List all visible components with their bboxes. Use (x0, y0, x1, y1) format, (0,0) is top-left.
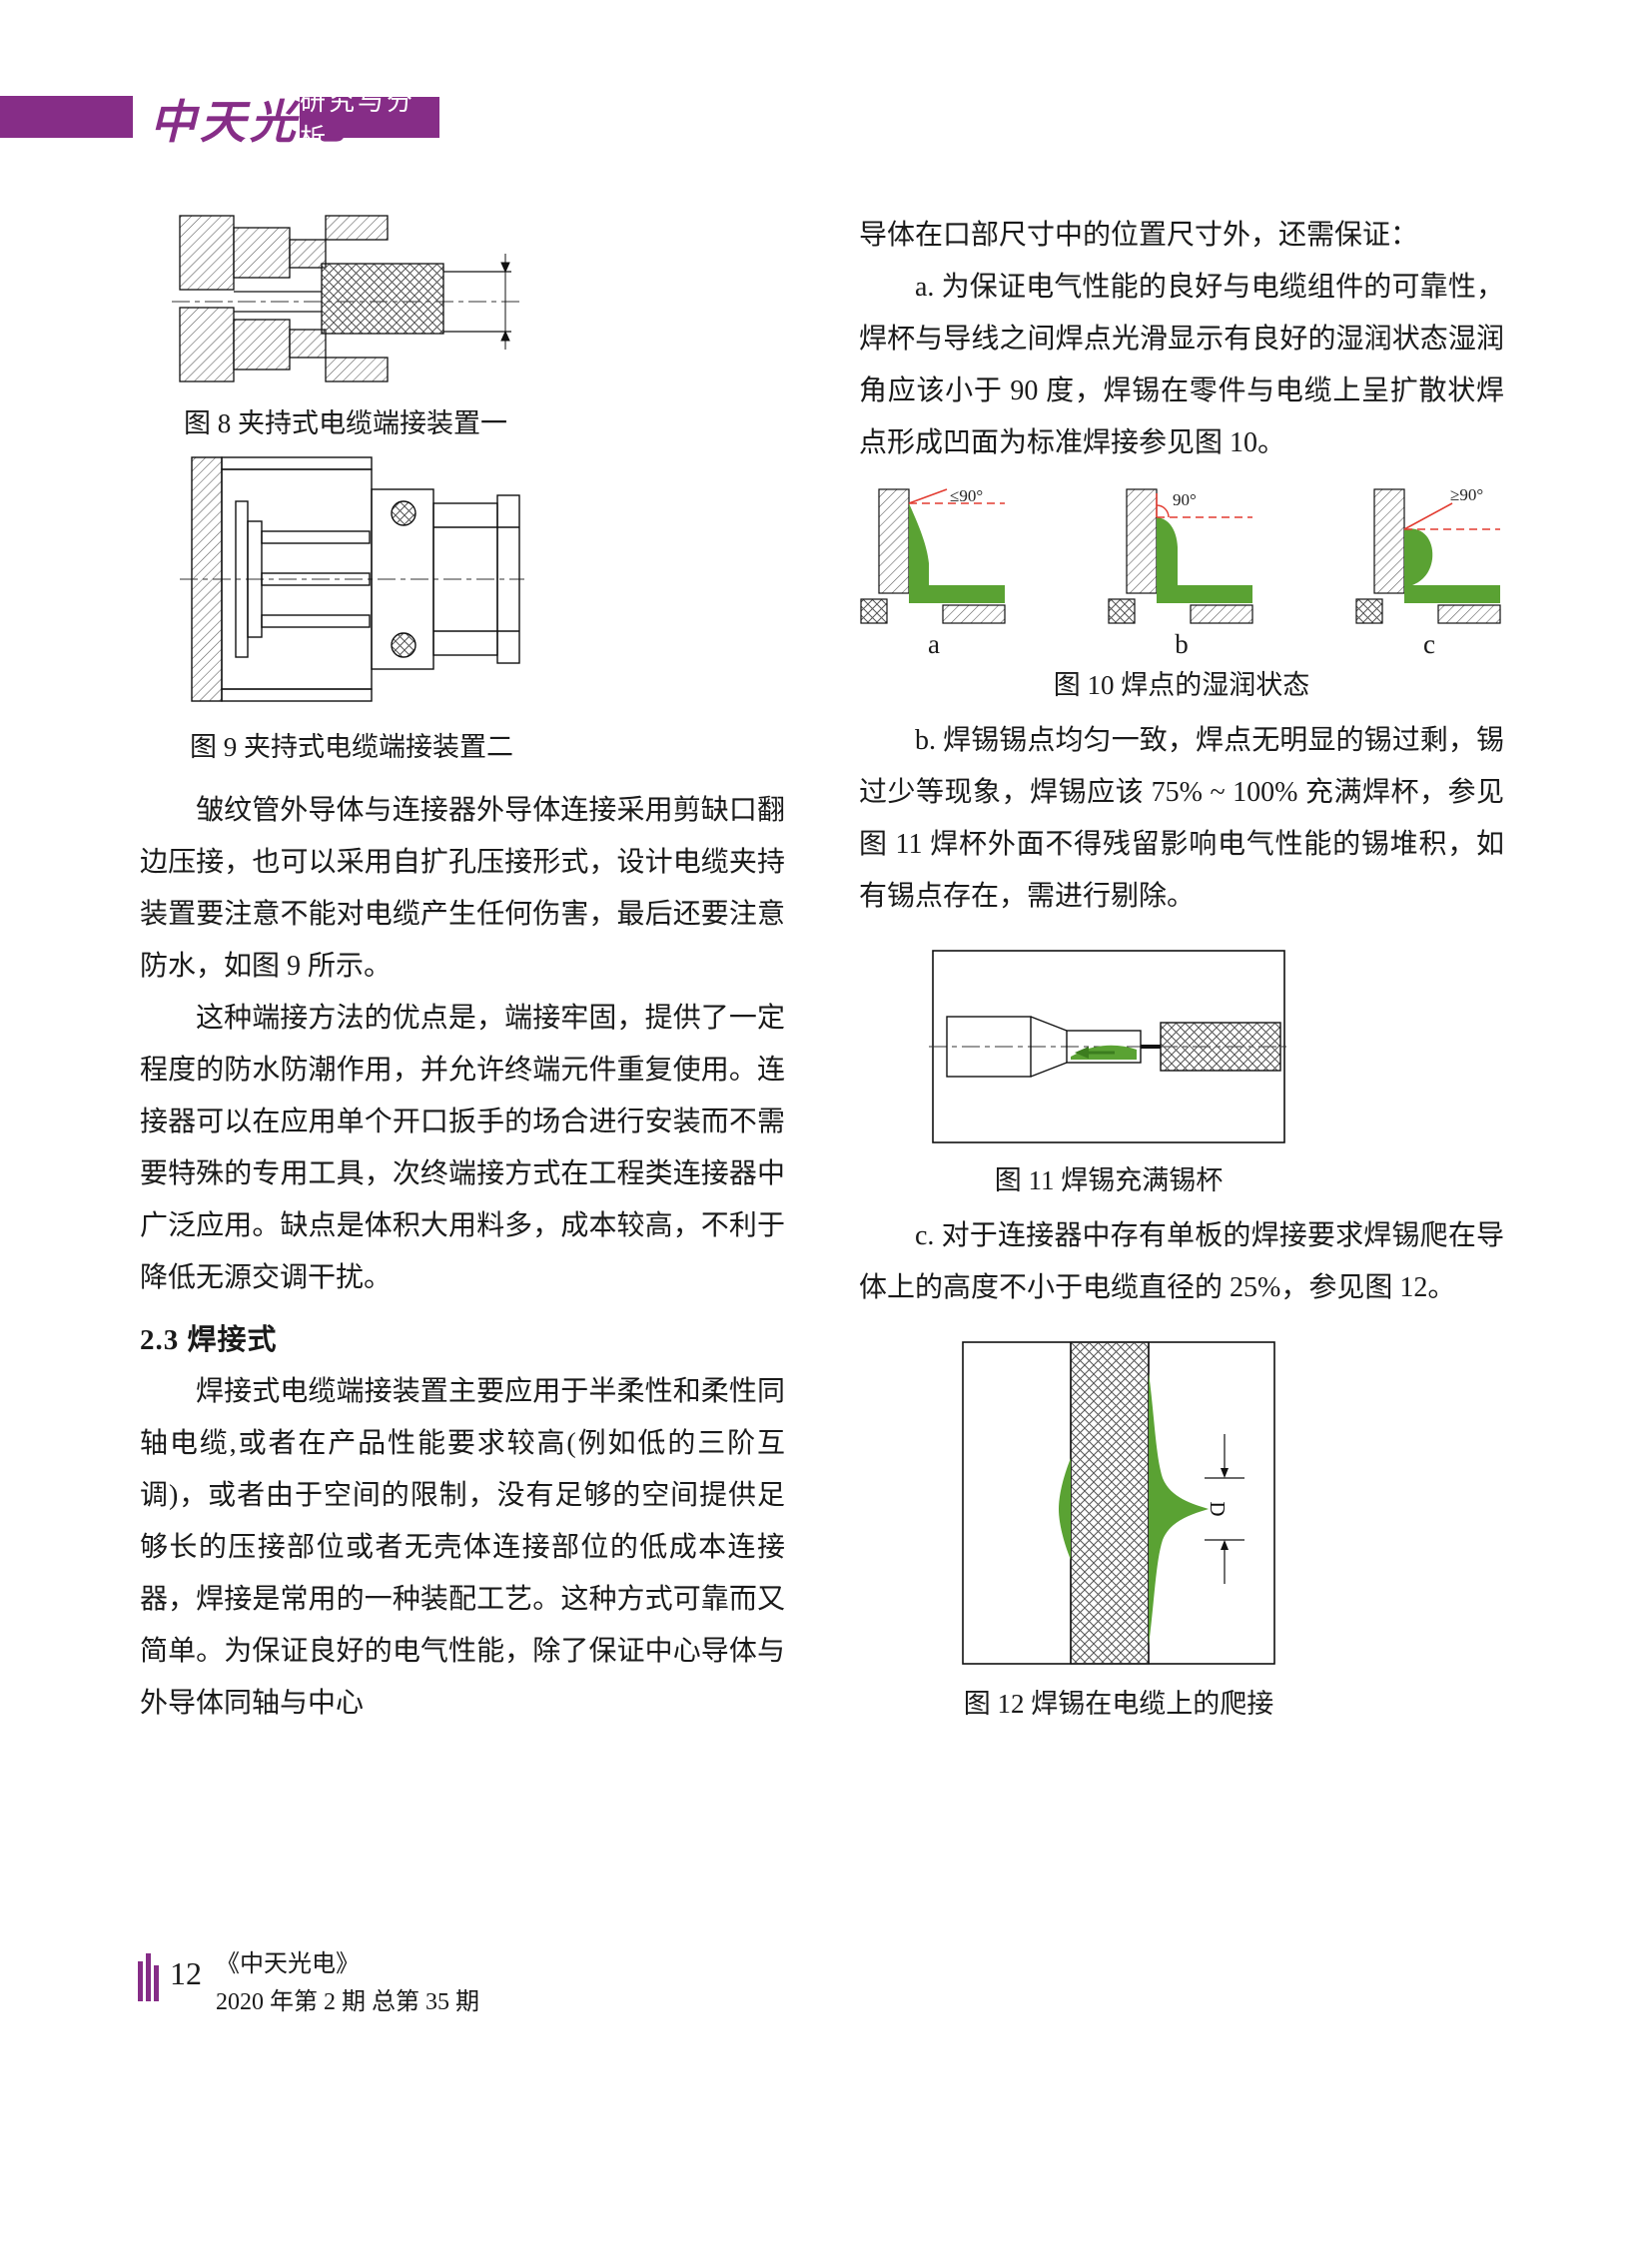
paragraph-item-b: b. 焊锡锡点均匀一致，焊点无明显的锡过剩，锡过少等现象，焊锡应该 75% ~ … (859, 725, 1504, 912)
dimension-label-D: D (1206, 1501, 1230, 1516)
o-ring-bottom (391, 632, 416, 658)
dimension-D (1205, 1434, 1244, 1584)
footer-bars-icon (138, 1953, 162, 2008)
cable-braid (1070, 1341, 1150, 1665)
angle-line (1403, 502, 1453, 530)
figure-10-drawing: ≤90° a 90° b (859, 487, 1504, 660)
wetting-state-c-svg: ≥90° (1355, 487, 1501, 624)
angle-label-c: ≥90° (1450, 487, 1483, 504)
page-number: 12 (170, 1955, 202, 1991)
solder-climb-left (1059, 1458, 1071, 1560)
section-heading-2-3: 2.3 焊接式 (140, 1324, 278, 1356)
figure-12-drawing: D (959, 1338, 1278, 1673)
solder-fillet (1404, 528, 1433, 585)
solder-cup-svg (929, 950, 1288, 1143)
figure-8-drawing (172, 206, 519, 396)
figure-10c: ≥90° c (1354, 487, 1504, 660)
wetting-state-b-svg: 90° (1108, 488, 1253, 624)
cable-braid (321, 263, 444, 335)
figure-10a: ≤90° a (859, 487, 1009, 660)
figure-9-caption: 图 9 夹持式电缆端接装置二 (190, 732, 513, 762)
solder-band (909, 585, 1005, 603)
paragraph-crimp-description: 皱纹管外导体与连接器外导体连接采用剪缺口翻边压接，也可以采用自扩孔压接形式，设计… (140, 795, 785, 982)
solder-band (1404, 585, 1500, 603)
paragraph-item-c: c. 对于连接器中存有单板的焊接要求焊锡爬在导体上的高度不小于电缆直径的 25%… (859, 1220, 1504, 1303)
solder-arrow (1075, 1047, 1115, 1059)
o-ring-top (391, 500, 416, 526)
paragraph-advantages: 这种端接方法的优点是，端接牢固，提供了一定程度的防水防潮作用，并允许终端元件重复… (140, 1003, 785, 1293)
clamp-termination-1-svg (172, 215, 519, 382)
solder-band (1157, 585, 1252, 603)
paragraph-continuation: 导体在口部尺寸中的位置尺寸外，还需保证： (859, 220, 1419, 251)
subfigure-label-a: a (928, 629, 940, 659)
subfigure-label-c: c (1423, 629, 1435, 659)
figure-8-caption: 图 8 夹持式电缆端接装置一 (184, 408, 507, 438)
footer-journal-name: 《中天光电》 (216, 1951, 360, 1977)
paragraph-item-a: a. 为保证电气性能的良好与电缆组件的可靠性，焊杯与导线之间焊点光滑显示有良好的… (859, 272, 1504, 458)
angle-label-a: ≤90° (950, 487, 983, 505)
paragraph-welding-intro: 焊接式电缆端接装置主要应用于半柔性和柔性同轴电缆,或者在产品性能要求较高(例如低… (140, 1376, 785, 1719)
solder-climb-right (1149, 1372, 1209, 1646)
header-accent-bar (0, 96, 133, 138)
cable-braid (1160, 1022, 1281, 1072)
subfigure-label-b: b (1175, 629, 1189, 659)
angle-line (908, 488, 948, 504)
dimension-line (500, 254, 510, 350)
figure-10b: 90° b (1107, 487, 1256, 660)
clamp-termination-2-svg (180, 456, 524, 702)
solder-fillet (1157, 517, 1178, 585)
solder-fillet (909, 503, 929, 585)
solder-climb-svg: D (962, 1341, 1275, 1665)
section-badge: 研究与分析 (300, 86, 439, 153)
figure-10-caption: 图 10 焊点的湿润状态 (1053, 670, 1310, 700)
figure-11-drawing (929, 947, 1288, 1151)
footer-issue-info: 2020 年第 2 期 总第 35 期 (216, 1989, 479, 2015)
angle-label-b: 90° (1173, 490, 1197, 509)
right-angle-arc (1156, 504, 1170, 518)
figure-9-drawing (180, 443, 524, 720)
wetting-state-a-svg: ≤90° (860, 487, 1006, 624)
figure-11-caption: 图 11 焊锡充满锡杯 (994, 1165, 1224, 1195)
figure-12-caption: 图 12 焊锡在电缆上的爬接 (963, 1689, 1274, 1719)
